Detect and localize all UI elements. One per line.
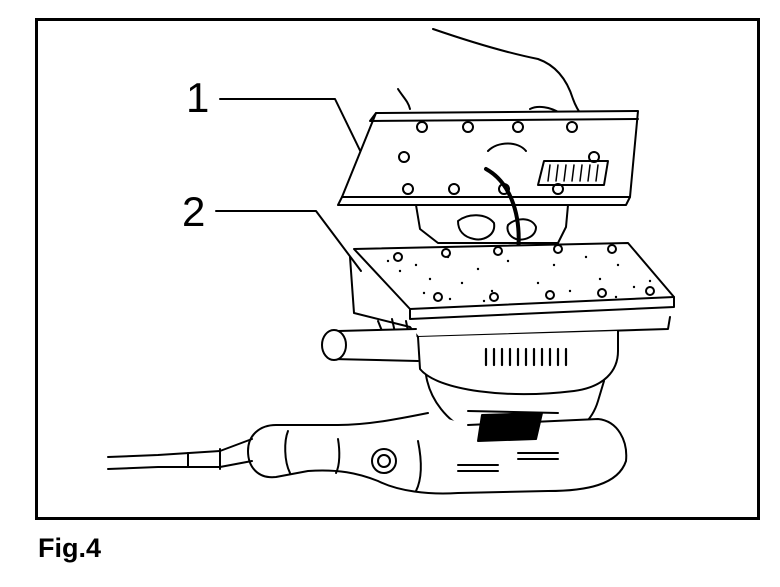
callout-label-2: 2 xyxy=(182,188,206,235)
leader-line-2 xyxy=(215,210,362,272)
sander-body xyxy=(247,374,628,495)
callout-label-1: 1 xyxy=(186,74,210,121)
pad-plate xyxy=(337,110,639,244)
figure-frame: 1 2 xyxy=(35,18,760,520)
abrasive-sheet xyxy=(353,242,675,320)
sander-illustration xyxy=(107,28,675,495)
power-cord xyxy=(107,438,253,470)
motor-housing xyxy=(321,328,619,396)
figure-caption: Fig.4 xyxy=(38,533,102,563)
leader-lines xyxy=(215,98,371,272)
leader-line-1 xyxy=(219,98,371,172)
